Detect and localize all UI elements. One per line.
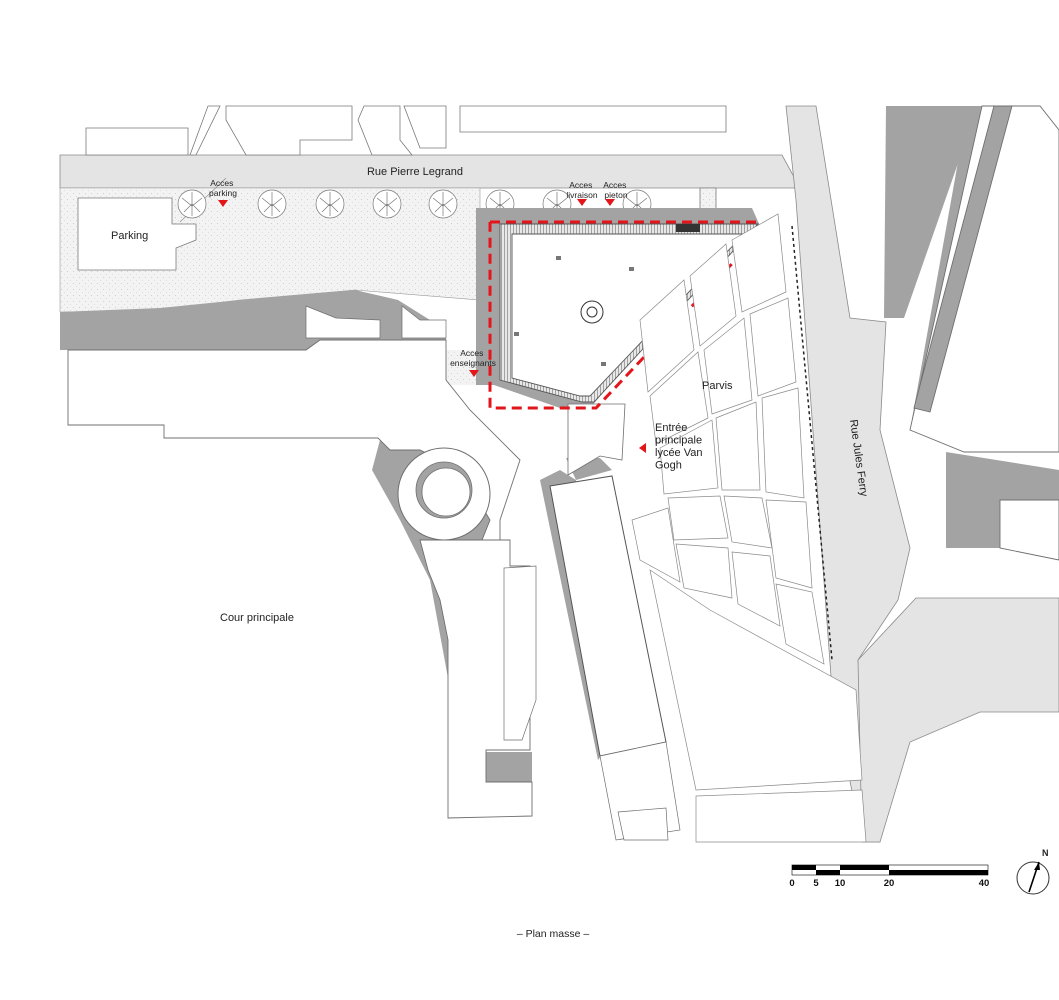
buildings-north bbox=[85, 105, 727, 233]
label-parvis: Parvis bbox=[702, 380, 733, 392]
access-markers bbox=[218, 199, 646, 453]
label-acces-livraison: Acces livraison bbox=[566, 180, 597, 200]
parvis-grid bbox=[631, 213, 867, 843]
plan-caption: – Plan masse – bbox=[517, 928, 590, 940]
scale-tick-label: 0 bbox=[789, 878, 794, 889]
marker-entree-principale bbox=[639, 443, 646, 453]
tree-icon bbox=[372, 189, 402, 219]
entree-line: Gogh bbox=[655, 460, 682, 472]
label-acces-pieton: Acces pieton bbox=[603, 180, 629, 200]
marker-acces-pieton bbox=[605, 199, 615, 206]
tree-icon bbox=[315, 189, 345, 219]
road-east-lower bbox=[857, 597, 1059, 843]
label-acces-enseignants: Acces enseignants bbox=[450, 348, 496, 368]
marker-acces-parking bbox=[218, 200, 228, 207]
scale-bar: 0 5 10 20 40 bbox=[789, 864, 990, 889]
tree-icon bbox=[177, 189, 207, 219]
entree-line: Entrée bbox=[655, 422, 687, 434]
scale-tick-label: 10 bbox=[835, 878, 846, 889]
entree-line: principale bbox=[655, 435, 702, 447]
label-parking: Parking bbox=[111, 230, 148, 242]
marker-acces-livraison bbox=[577, 199, 587, 206]
marker-acces-enseignants bbox=[469, 370, 479, 377]
entree-line: lycée Van bbox=[655, 447, 703, 459]
label-acces-parking: Acces parking bbox=[209, 178, 237, 198]
label-rue-pierre-legrand: Rue Pierre Legrand bbox=[367, 166, 463, 178]
north-label: N bbox=[1042, 848, 1049, 858]
connection-block bbox=[567, 403, 626, 476]
tree-icon bbox=[428, 189, 458, 219]
north-arrow-icon: N bbox=[1016, 848, 1050, 895]
buildings-east bbox=[909, 105, 1059, 561]
tree-icon bbox=[257, 189, 287, 219]
project-building bbox=[499, 223, 760, 403]
trees-row bbox=[177, 189, 652, 219]
roads bbox=[59, 105, 1059, 843]
parking-building bbox=[77, 197, 197, 271]
label-entree-principale: Entrée principale lycée Van Gogh bbox=[655, 422, 706, 472]
label-cour-principale: Cour principale bbox=[220, 612, 294, 624]
scale-tick-label: 40 bbox=[979, 878, 990, 889]
scale-tick-label: 20 bbox=[884, 878, 895, 889]
rotunda bbox=[397, 447, 491, 541]
scale-tick-label: 5 bbox=[813, 878, 819, 889]
skylight-icon bbox=[580, 300, 604, 324]
